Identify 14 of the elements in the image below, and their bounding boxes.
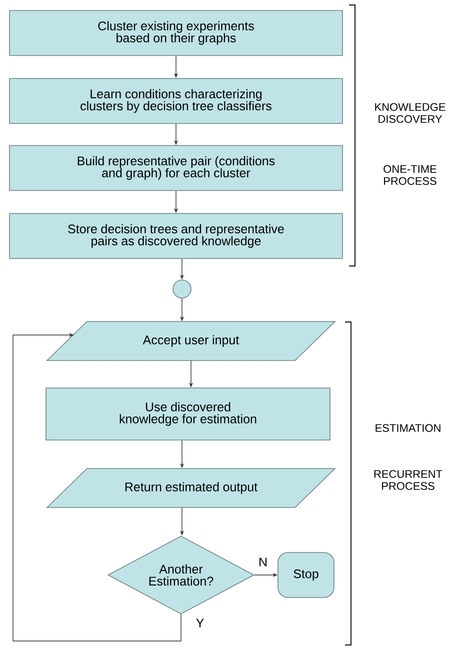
edge-label: N (257, 556, 269, 568)
side-label: RECURRENT PROCESS (374, 470, 442, 490)
arrow (12, 332, 182, 642)
side-label: ESTIMATION (376, 424, 440, 432)
terminal-box: Stop (278, 552, 334, 598)
edge-label: Y (194, 618, 206, 628)
process-box: Cluster existing experiments based on their graphs (9, 10, 343, 56)
process-box: Store decision trees and representative pairs as discovered knowledge (9, 213, 343, 259)
side-label: KNOWLEDGE DISCOVERY (375, 103, 446, 123)
side-label: ONE-TIME PROCESS (384, 165, 436, 185)
connector-circle (172, 280, 192, 298)
process-box: Learn conditions characterizing clusters by decision tree classifiers (9, 78, 343, 124)
process-box: Use discovered knowledge for estimation (46, 388, 330, 440)
process-box: Build representative pair (conditions and graph) for each cluster (9, 145, 343, 191)
